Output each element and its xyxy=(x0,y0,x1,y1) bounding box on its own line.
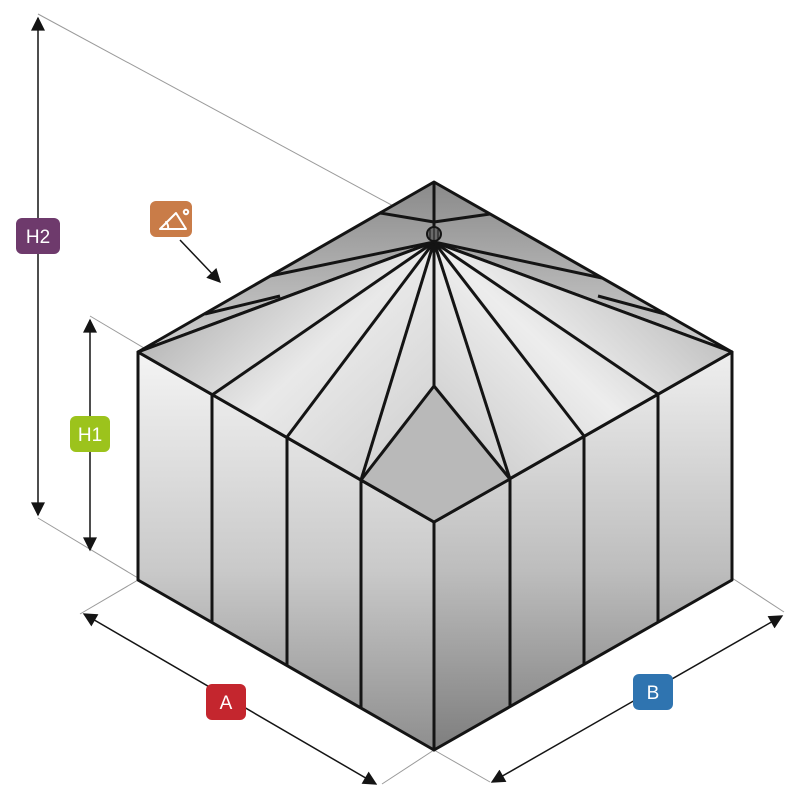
b-badge: B xyxy=(633,674,673,710)
roof-angle-badge xyxy=(150,201,192,237)
a-badge: A xyxy=(206,684,246,720)
roof-finial xyxy=(426,226,442,242)
greenhouse-roof xyxy=(136,180,734,524)
roof-front-facet xyxy=(359,384,512,524)
roof-angle-pointer xyxy=(179,239,221,284)
h2-label: H2 xyxy=(26,227,50,248)
roof-rafters xyxy=(204,182,666,481)
h1-badge: H1 xyxy=(70,416,110,452)
h1-label: H1 xyxy=(78,425,102,446)
b-label: B xyxy=(647,683,660,704)
a-label: A xyxy=(220,693,233,714)
h2-badge: H2 xyxy=(16,218,60,254)
roof-angle-icon xyxy=(159,208,190,230)
